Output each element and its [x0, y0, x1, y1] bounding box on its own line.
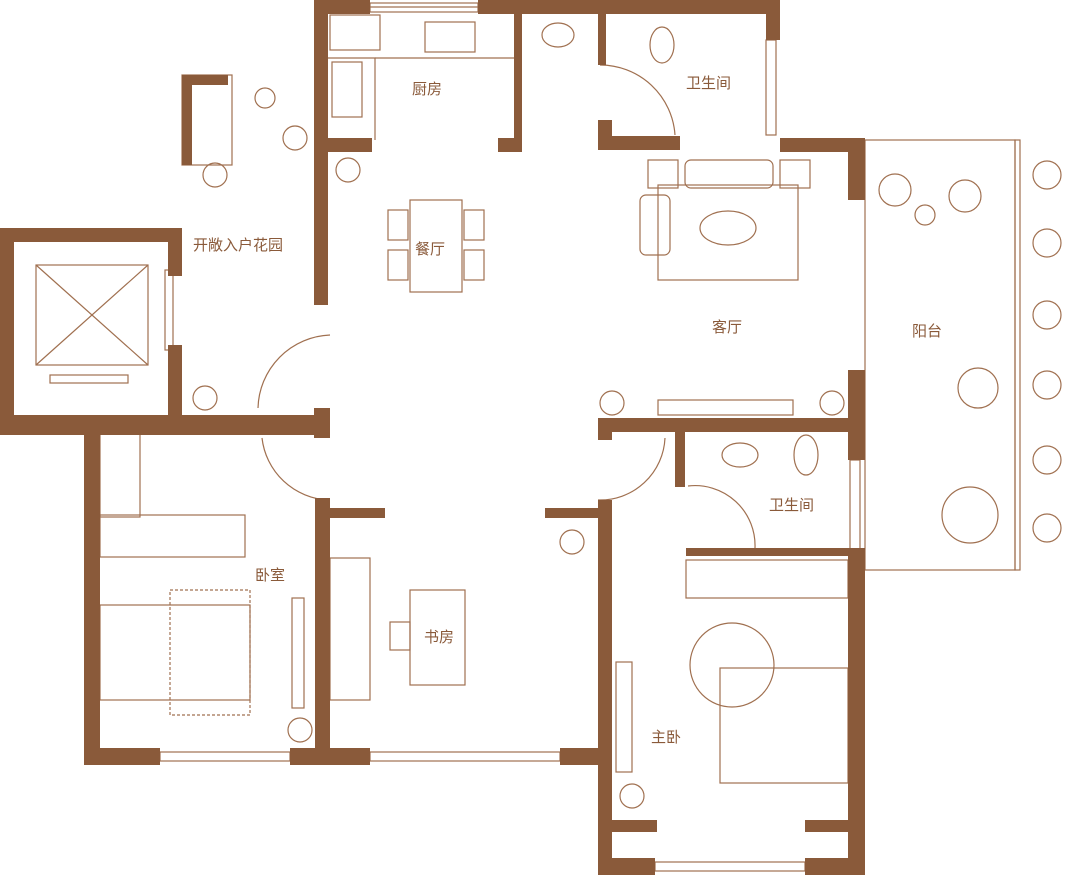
bed-icon — [99, 604, 251, 701]
wardrobe — [685, 559, 849, 599]
room-label-bathroom-top: 卫生间 — [686, 74, 732, 92]
room-label-living: 客厅 — [712, 318, 743, 336]
stove-icon — [331, 61, 363, 118]
sink-icon — [329, 14, 381, 51]
fixtures — [3, 2, 1062, 872]
elevator-icon — [35, 264, 149, 366]
balcony-rail — [1014, 139, 1021, 571]
bookshelf — [329, 557, 371, 701]
round-rug — [689, 622, 775, 708]
sofa-icon — [684, 159, 774, 189]
windows — [3, 2, 861, 872]
room-label-bedroom: 卧室 — [255, 566, 286, 584]
rug — [657, 184, 799, 281]
bed-icon — [719, 667, 849, 784]
basin-icon — [721, 442, 759, 468]
room-label-entry-garden: 开敞入户花园 — [193, 236, 284, 254]
tv-cabinet — [657, 399, 794, 416]
basin-icon — [541, 22, 575, 48]
door-swing — [599, 64, 676, 136]
dining-table — [409, 199, 463, 293]
room-label-kitchen: 厨房 — [412, 80, 443, 98]
plant-icons — [192, 87, 1062, 809]
sink-icon — [424, 21, 476, 53]
room-label-study: 书房 — [424, 628, 455, 646]
room-label-balcony: 阳台 — [912, 322, 943, 340]
wardrobe — [99, 514, 246, 558]
room-label-master-bedroom: 主卧 — [651, 728, 682, 746]
toilet-icon — [649, 26, 675, 64]
room-label-dining: 餐厅 — [415, 240, 446, 258]
toilet-icon — [793, 434, 819, 476]
coffee-table — [699, 210, 757, 246]
room-label-bathroom-mid: 卫生间 — [769, 496, 815, 514]
walls — [0, 0, 865, 875]
